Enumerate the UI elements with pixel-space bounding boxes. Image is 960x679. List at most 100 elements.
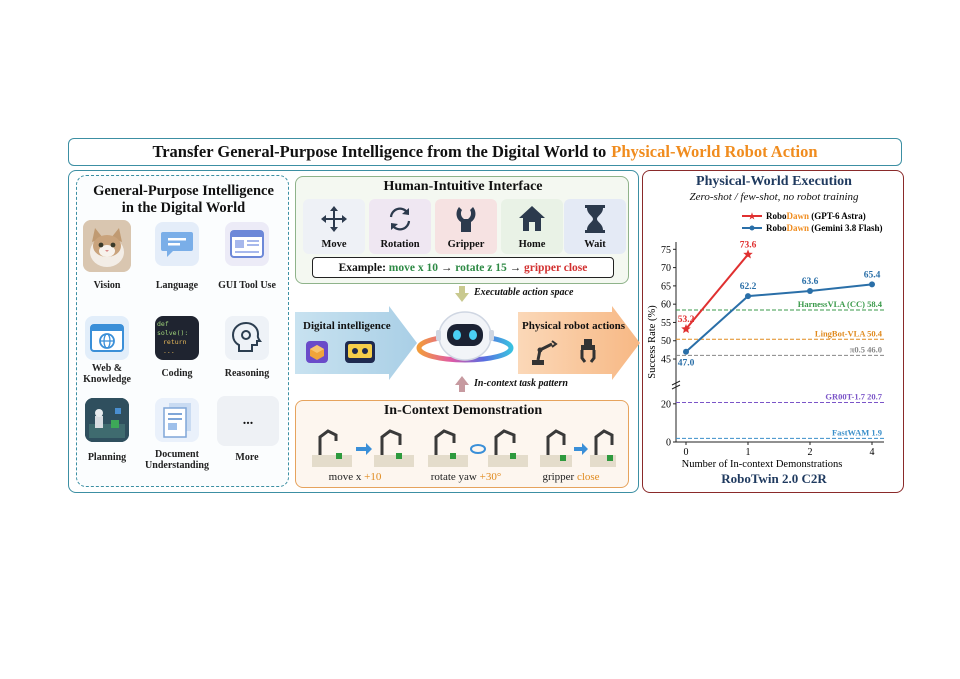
y-tick-label: 60 (661, 300, 671, 311)
item-label-more: More (235, 452, 259, 463)
example-rotate: rotate z 15 (455, 261, 507, 274)
x-tick-label: 2 (808, 447, 813, 458)
axis-break-mark (671, 380, 681, 390)
data-label: 53.2 (678, 315, 695, 325)
item-label-language: Language (155, 280, 199, 291)
x-tick-label: 1 (746, 447, 751, 458)
data-label: 47.0 (678, 359, 695, 369)
in-context-pattern-label: In-context task pattern (474, 378, 568, 389)
human-intuitive-interface: Human-Intuitive Interface Move Rotation … (295, 176, 629, 284)
series-point (745, 293, 751, 300)
baseline-label: HarnessVLA (CC) 58.4 (798, 299, 883, 309)
physical-actions-arrow (518, 306, 640, 380)
code-line-2: return ... (163, 338, 187, 355)
y-tick-label: 70 (661, 263, 671, 274)
browser-window-icon (225, 222, 269, 266)
legend-marker (749, 225, 755, 231)
x-axis-label: Number of In-context Demonstrations (682, 459, 843, 470)
digital-intelligence-box: General-Purpose Intelligence in the Digi… (76, 175, 289, 487)
robot-arm-icon (532, 340, 558, 365)
demo-move-val: +10 (364, 471, 382, 483)
interface-title: Human-Intuitive Interface (383, 179, 543, 194)
executable-action-space-label: Executable action space (474, 287, 574, 298)
series-point (683, 348, 689, 355)
demo-rotate-val: +30° (479, 471, 502, 483)
code-line-1: def solve(): (157, 320, 189, 337)
execution-subtitle: Zero-shot / few-shot, no robot training (689, 191, 859, 203)
action-label-rotation: Rotation (380, 239, 420, 250)
digital-title-line1: General-Purpose Intelligence (93, 183, 274, 199)
y-tick-label: 55 (661, 318, 671, 329)
ellipsis-glyph: ... (242, 413, 254, 428)
item-label-reasoning: Reasoning (224, 368, 270, 379)
chat-bubble-icon (155, 222, 199, 266)
example-arrow-2: → (509, 261, 522, 274)
action-move: Move (303, 199, 365, 254)
cat-photo-icon (83, 220, 131, 272)
baseline-label: FastWAM 1.9 (832, 427, 882, 437)
gripper-claw-icon (580, 339, 596, 363)
digital-intelligence-label: Digital intelligence (303, 320, 391, 332)
up-arrow-icon (455, 376, 469, 392)
example-move: move x 10 (388, 261, 438, 274)
example-arrow-1: → (440, 261, 453, 274)
data-label: 73.6 (740, 240, 757, 250)
action-label-home: Home (518, 239, 546, 250)
legend-label: RoboDawn (GPT-6 Astra) (766, 211, 866, 221)
down-arrow-icon (455, 286, 469, 302)
globe-window-icon (85, 316, 129, 360)
legend-marker: ★ (748, 212, 757, 223)
action-gripper: Gripper (435, 199, 497, 254)
item-label-knowledge: Knowledge (83, 374, 131, 385)
robot-scene-icon (85, 398, 129, 442)
physical-robot-actions-label: Physical robot actions (522, 320, 626, 332)
code-editor-icon: def solve(): return ... (155, 316, 199, 360)
series-point-star (743, 249, 753, 259)
y-tick-label: 20 (661, 399, 671, 410)
in-context-demonstration: In-Context Demonstration (295, 400, 629, 488)
item-label-understanding: Understanding (145, 460, 209, 471)
legend-label: RoboDawn (Gemini 3.8 Flash) (766, 223, 883, 233)
demonstration-title: In-Context Demonstration (383, 403, 543, 418)
series-line (685, 253, 749, 330)
demo-rotate-op: rotate yaw (430, 471, 477, 483)
robot-demo-images (312, 429, 616, 467)
action-wait: Wait (564, 199, 626, 254)
y-tick-label: 75 (661, 245, 671, 256)
baseline-label: LingBot-VLA 50.4 (815, 328, 883, 338)
move-arrows-icon (321, 206, 347, 232)
demo-move-op: move x (328, 471, 362, 483)
item-label-web: Web & (91, 363, 123, 374)
demo-label-rotate: rotate yaw +30° (414, 471, 518, 483)
execution-footer: RoboTwin 2.0 C2R (721, 471, 827, 486)
demo-gripper-frames (540, 429, 616, 467)
y-tick-label: 0 (666, 438, 671, 449)
figure-title: Transfer General-Purpose Intelligence fr… (68, 138, 902, 166)
execution-title: Physical-World Execution (696, 174, 852, 189)
y-tick-label: 50 (661, 336, 671, 347)
home-icon (519, 206, 545, 231)
demo-move-frames (312, 429, 414, 467)
example-command: Example: move x 10 → rotate z 15 → gripp… (312, 257, 614, 278)
item-label-vision: Vision (93, 280, 121, 291)
y-axis-label: Success Rate (%) (647, 305, 658, 379)
x-tick-label: 0 (684, 447, 689, 458)
item-label-gui-tool-use: GUI Tool Use (218, 280, 276, 291)
document-icon (155, 398, 199, 442)
title-accent: Physical-World Robot Action (611, 142, 818, 161)
demo-label-gripper: gripper close (528, 471, 614, 483)
data-label: 62.2 (740, 282, 757, 292)
y-tick-label: 45 (661, 355, 671, 366)
item-label-document: Document (155, 449, 199, 460)
series-point (869, 281, 875, 288)
series-line (685, 283, 873, 353)
action-home: Home (501, 199, 563, 254)
action-label-wait: Wait (584, 239, 606, 250)
example-prefix: Example: (338, 261, 386, 274)
head-gear-icon (225, 316, 269, 360)
action-rotation: Rotation (369, 199, 431, 254)
ellipsis-icon: ... (217, 396, 279, 446)
y-tick-label: 65 (661, 281, 671, 292)
data-label: 65.4 (864, 270, 881, 280)
